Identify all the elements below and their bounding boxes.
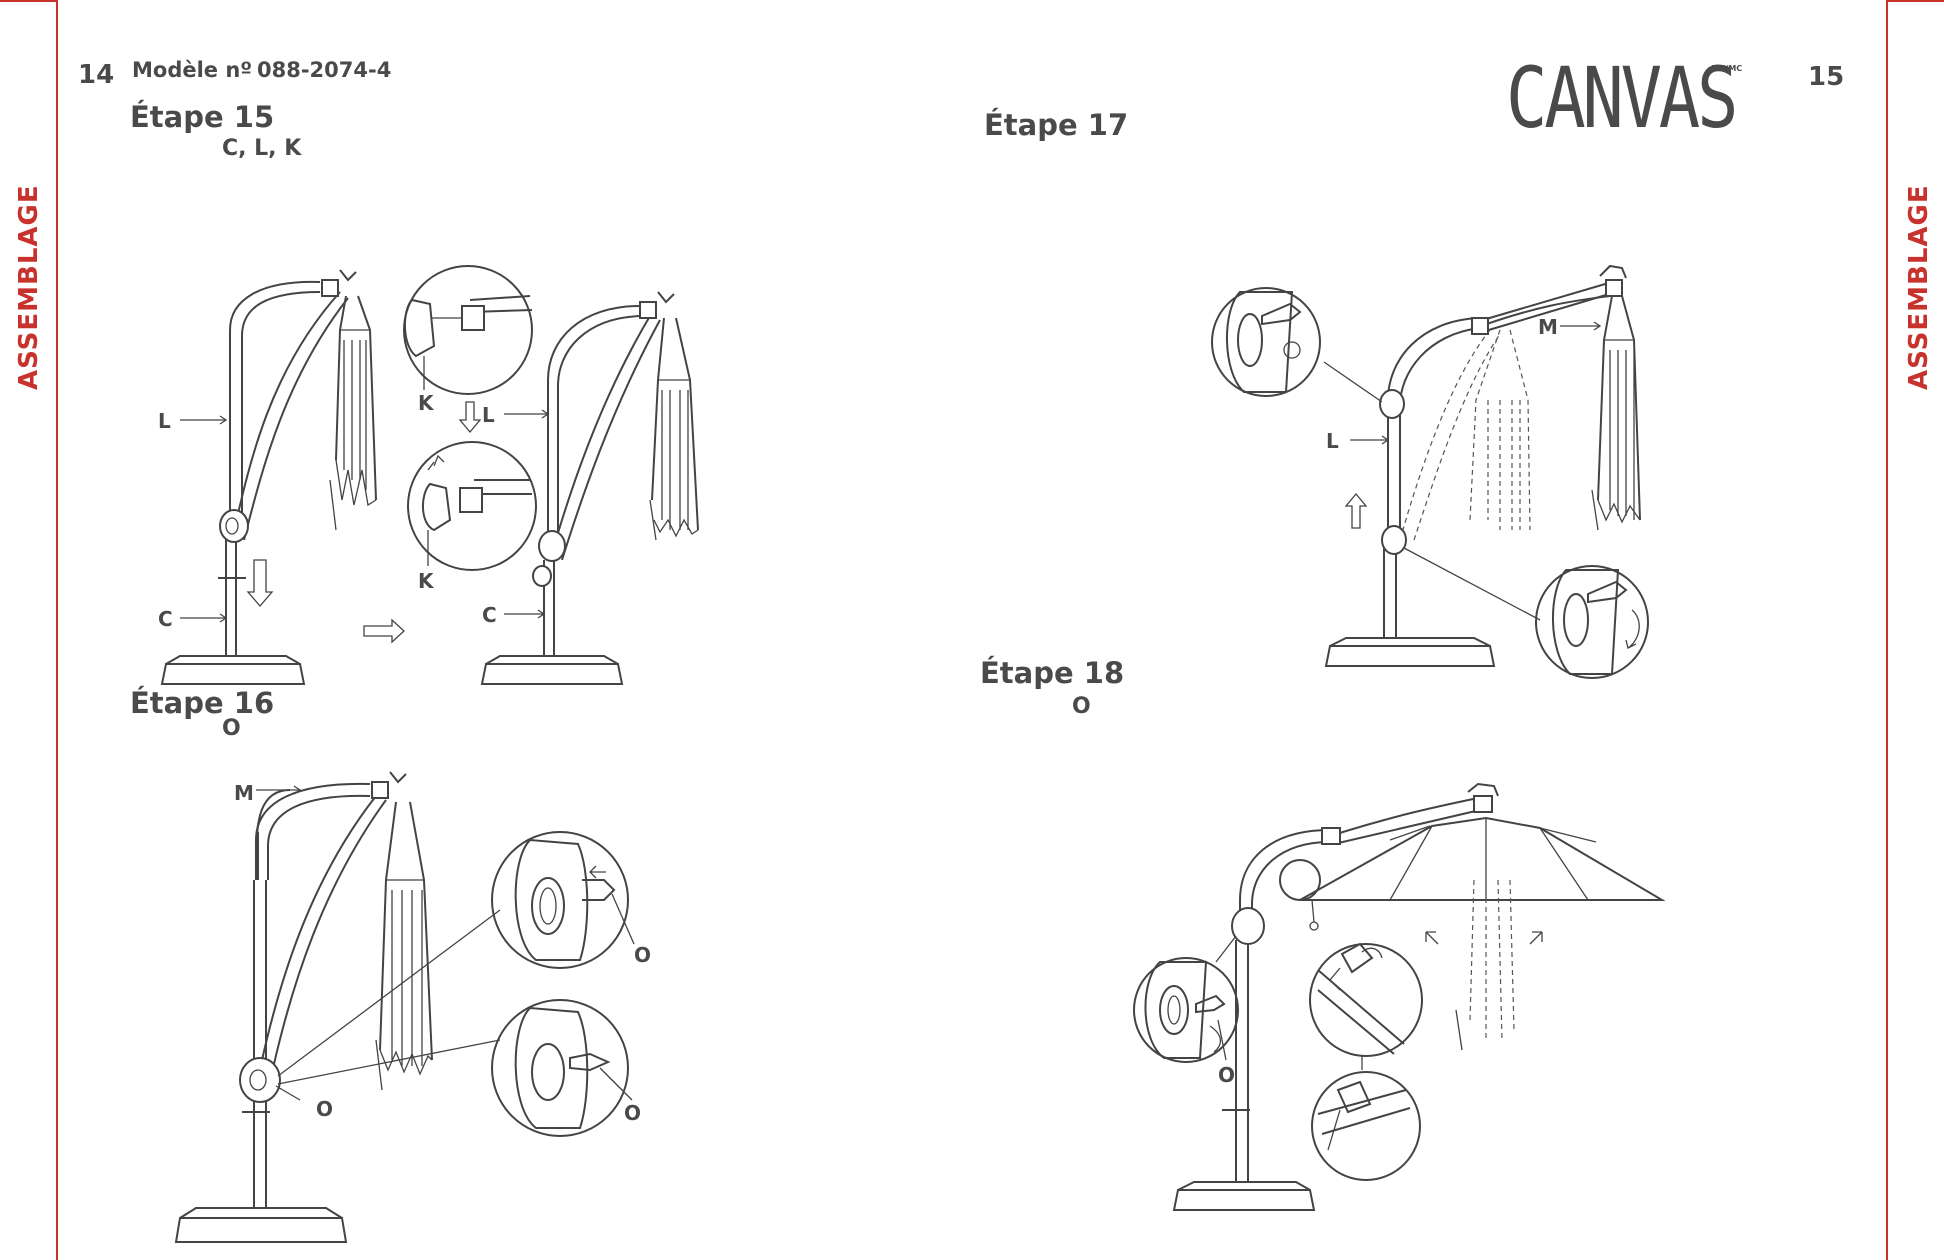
callout-m-1: M [234,781,254,805]
step-18-umbrella-open [1174,784,1662,1210]
step-15-detail-k: K K [404,266,536,593]
callout-c-1: C [158,607,173,631]
callout-o-2: O [634,943,651,967]
step-16-umbrella: M O [176,772,500,1242]
callout-l-3: L [1326,429,1339,453]
callout-m-2: M [1538,315,1558,339]
callout-k-2: K [418,569,435,593]
callout-o-3: O [624,1101,641,1125]
step-15-umbrella-before: L C [158,270,376,684]
callout-o-1: O [316,1097,333,1121]
callout-c-2: C [482,603,497,627]
step-15-transition-arrow [364,620,404,642]
step-17-umbrella: L M [1324,266,1640,666]
step-16-detail-o: O O [492,832,651,1136]
callout-l-2: L [482,403,495,427]
callout-o-4: O [1218,1063,1235,1087]
step-15-umbrella-after: L C [482,292,698,684]
callout-k-1: K [418,391,435,415]
callout-l-1: L [158,409,171,433]
step-18-detail-o: O [1134,944,1422,1180]
